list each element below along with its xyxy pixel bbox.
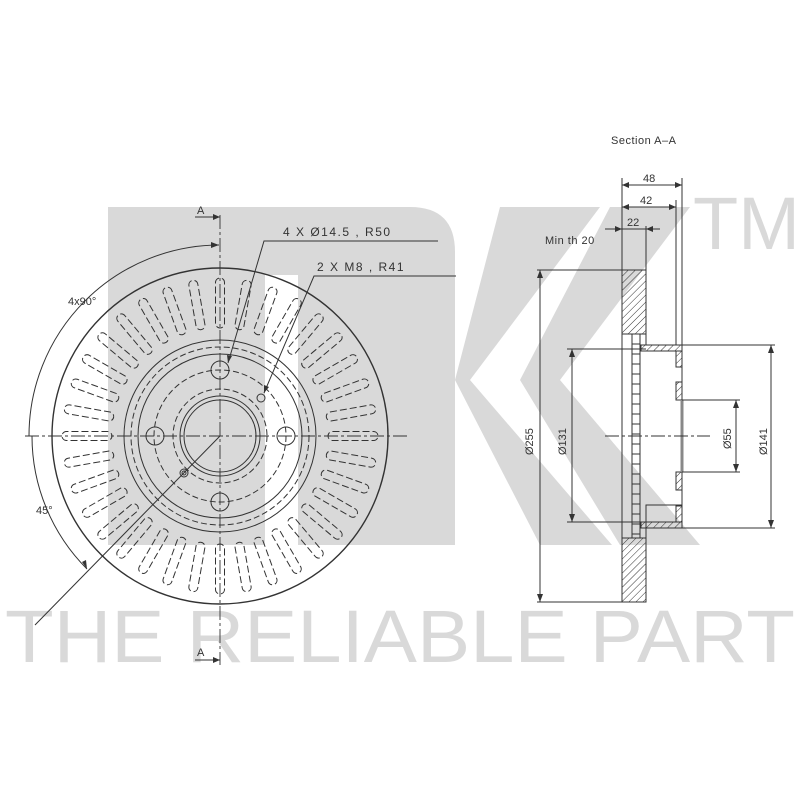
callout-bolt-holes: 4 X Ø14.5 , R50 (283, 225, 392, 239)
section-title: Section A–A (611, 135, 677, 147)
nk-logo-watermark (108, 207, 700, 545)
dim-hub-outer-diameter: Ø131 (557, 428, 569, 455)
dim-center-bore: Ø55 (722, 428, 734, 449)
front-view-disc (25, 214, 456, 665)
dim-hub-height: 42 (640, 195, 652, 207)
dim-outer-diameter: Ø255 (524, 428, 536, 455)
trademark-symbol: TM (693, 182, 800, 265)
section-marker-bottom: A (197, 647, 205, 659)
angle-label-bolts: 4x90° (68, 296, 96, 308)
section-view (537, 178, 775, 603)
dim-total-width: 48 (643, 173, 655, 185)
angle-label-offset: 45° (36, 505, 53, 517)
dim-disc-thickness: 22 (627, 217, 639, 229)
callout-threaded-holes: 2 X M8 , R41 (317, 260, 405, 274)
cooling-vanes (61, 277, 379, 595)
tagline-watermark: THE RELIABLE PART (5, 595, 795, 678)
dim-hub-flange-diameter: Ø141 (758, 428, 770, 455)
min-thickness-label: Min th 20 (545, 235, 595, 247)
section-marker-top: A (197, 205, 205, 217)
